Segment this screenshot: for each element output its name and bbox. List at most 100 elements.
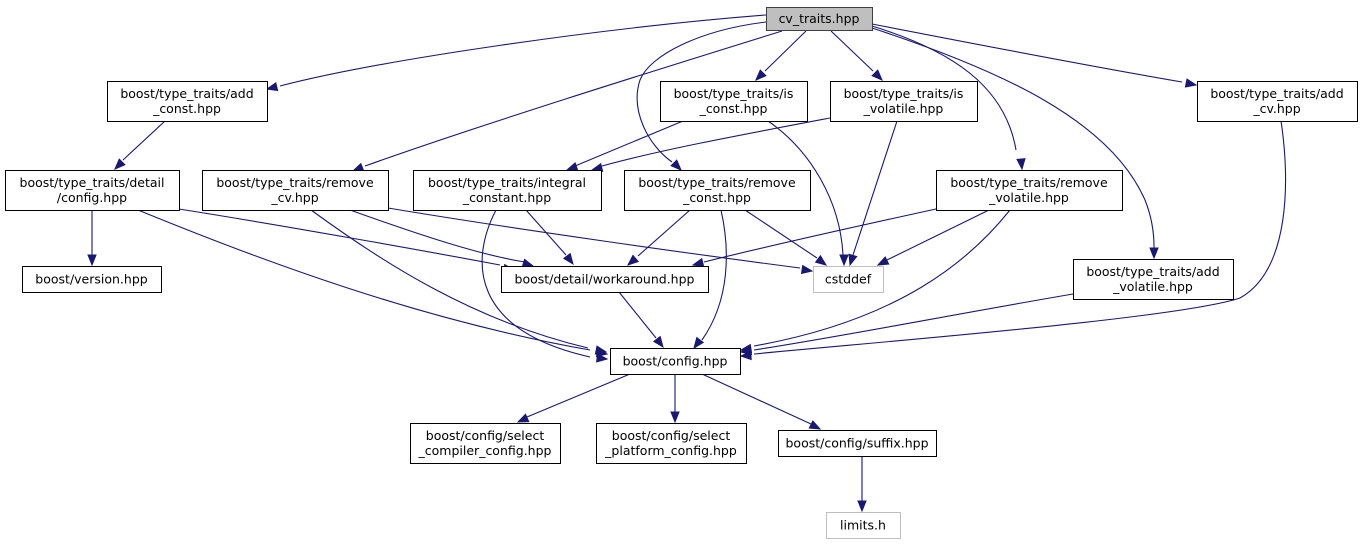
edge-cv_traits-to-add_volatile (871, 27, 1159, 260)
node-label: boost/type_traits/is (844, 86, 964, 101)
edge-line (767, 120, 844, 256)
node-label: boost/type_traits/integral (428, 175, 586, 190)
node-remove-const[interactable]: boost/type_traits/remove_const.hpp (624, 170, 811, 211)
edge-line (871, 23, 1183, 83)
edge-cv_traits-to-remove_volatile (871, 25, 1026, 171)
node-label: cstddef (825, 272, 872, 287)
node-box (1197, 81, 1358, 122)
node-box (766, 7, 873, 31)
node-config[interactable]: boost/config.hpp (610, 348, 741, 375)
node-suffix[interactable]: boost/config/suffix.hpp (778, 430, 937, 457)
node-integral-constant[interactable]: boost/type_traits/integral_constant.hpp (413, 170, 602, 211)
arrow-head-icon (265, 81, 279, 92)
edge-remove_const-to-config (693, 209, 727, 350)
node-box (610, 348, 741, 375)
node-box (936, 170, 1123, 211)
edge-config-to-select_platform (670, 374, 680, 424)
node-add-cv[interactable]: boost/type_traits/add_cv.hpp (1197, 81, 1358, 122)
edge-line (526, 373, 631, 418)
node-label: boost/type_traits/is (674, 86, 794, 101)
edge-line (871, 27, 1155, 251)
node-label: boost/type_traits/add (120, 86, 253, 101)
node-label: _platform_config.hpp (604, 443, 737, 458)
node-label: boost/config/select (612, 428, 731, 443)
node-label: _cv.hpp (1252, 101, 1300, 116)
edge-cv_traits-to-add_cv (871, 23, 1198, 88)
node-add-volatile[interactable]: boost/type_traits/add_volatile.hpp (1073, 259, 1234, 300)
edge-line (387, 207, 801, 269)
node-label: _volatile.hpp (1112, 279, 1193, 294)
edge-add_cv-to-config (739, 120, 1287, 361)
node-box (5, 170, 180, 211)
node-label: boost/type_traits/add (1210, 86, 1343, 101)
edge-cv_traits-to-add_const (265, 14, 767, 92)
edge-line (753, 209, 1011, 347)
node-workaround[interactable]: boost/detail/workaround.hpp (501, 266, 709, 293)
edge-line (349, 209, 526, 263)
node-label: boost/config/select (426, 428, 545, 443)
node-label: _constant.hpp (462, 190, 551, 205)
node-cstddef[interactable]: cstddef (813, 266, 884, 293)
edge-line (852, 120, 898, 256)
arrow-head-icon (814, 254, 828, 266)
edge-line (618, 291, 657, 339)
edge-config-to-select_compiler (516, 373, 631, 423)
node-remove-volatile[interactable]: boost/type_traits/remove_volatile.hpp (936, 170, 1123, 211)
node-label: _cv.hpp (270, 190, 318, 205)
nodes-layer: cv_traits.hppboost/type_traits/add_const… (5, 7, 1358, 539)
arrow-head-icon (848, 253, 858, 267)
node-label: boost/type_traits/add (1086, 264, 1219, 279)
arrow-head-icon (596, 353, 609, 363)
edge-config-to-suffix (701, 373, 822, 430)
node-label: boost/config/suffix.hpp (786, 436, 929, 451)
node-cv-traits[interactable]: cv_traits.hpp (766, 7, 873, 31)
edge-add_volatile-to-config (739, 293, 1074, 356)
arrow-head-icon (670, 411, 680, 424)
arrow-head-icon (739, 350, 752, 361)
node-box (410, 423, 561, 464)
node-is-volatile[interactable]: boost/type_traits/is_volatile.hpp (830, 81, 978, 122)
edge-line (703, 208, 937, 263)
edge-remove_cv-to-workaround (349, 209, 535, 268)
edge-is_volatile-to-integral_constant (590, 117, 831, 173)
node-label: boost/type_traits/remove (638, 175, 796, 190)
node-version[interactable]: boost/version.hpp (22, 266, 162, 293)
edge-cv_traits-to-is_const (755, 30, 807, 81)
arrow-head-icon (755, 69, 767, 81)
node-box (830, 81, 978, 122)
node-select-compiler[interactable]: boost/config/select_compiler_config.hpp (410, 423, 561, 464)
node-label: _volatile.hpp (988, 190, 1069, 205)
edge-cv_traits-to-is_volatile (830, 30, 883, 81)
node-label: _volatile.hpp (863, 101, 944, 116)
arrow-head-icon (594, 345, 608, 355)
node-add-const[interactable]: boost/type_traits/add_const.hpp (107, 81, 268, 122)
edge-line (753, 120, 1287, 355)
node-limits[interactable]: limits.h (826, 512, 901, 539)
edge-line (137, 209, 591, 351)
node-select-platform[interactable]: boost/config/select_platform_config.hpp (596, 423, 747, 464)
arrow-head-icon (876, 256, 890, 266)
node-label: boost/config.hpp (623, 354, 728, 369)
edges-layer (87, 14, 1287, 513)
arrow-head-icon (871, 69, 883, 81)
edge-line (886, 209, 990, 261)
node-detail-config[interactable]: boost/type_traits/detail/config.hpp (5, 170, 180, 211)
node-is-const[interactable]: boost/type_traits/is_const.hpp (660, 81, 808, 122)
edge-line (178, 208, 501, 266)
node-box (596, 423, 747, 464)
node-label: boost/type_traits/detail (20, 175, 165, 190)
edge-line (637, 209, 691, 257)
arrow-head-icon (691, 257, 705, 268)
node-box (202, 170, 389, 211)
edge-integral_constant-to-config (481, 209, 609, 363)
edge-line (701, 373, 812, 425)
node-label: boost/detail/workaround.hpp (515, 272, 695, 287)
arrow-head-icon (565, 162, 579, 172)
arrow-head-icon (516, 413, 530, 423)
node-label: _const.hpp (682, 190, 751, 205)
arrow-head-icon (562, 252, 574, 266)
node-remove-cv[interactable]: boost/type_traits/remove_cv.hpp (202, 170, 389, 211)
edge-add_const-to-detail_config (114, 120, 166, 170)
arrow-head-icon (1016, 158, 1026, 171)
